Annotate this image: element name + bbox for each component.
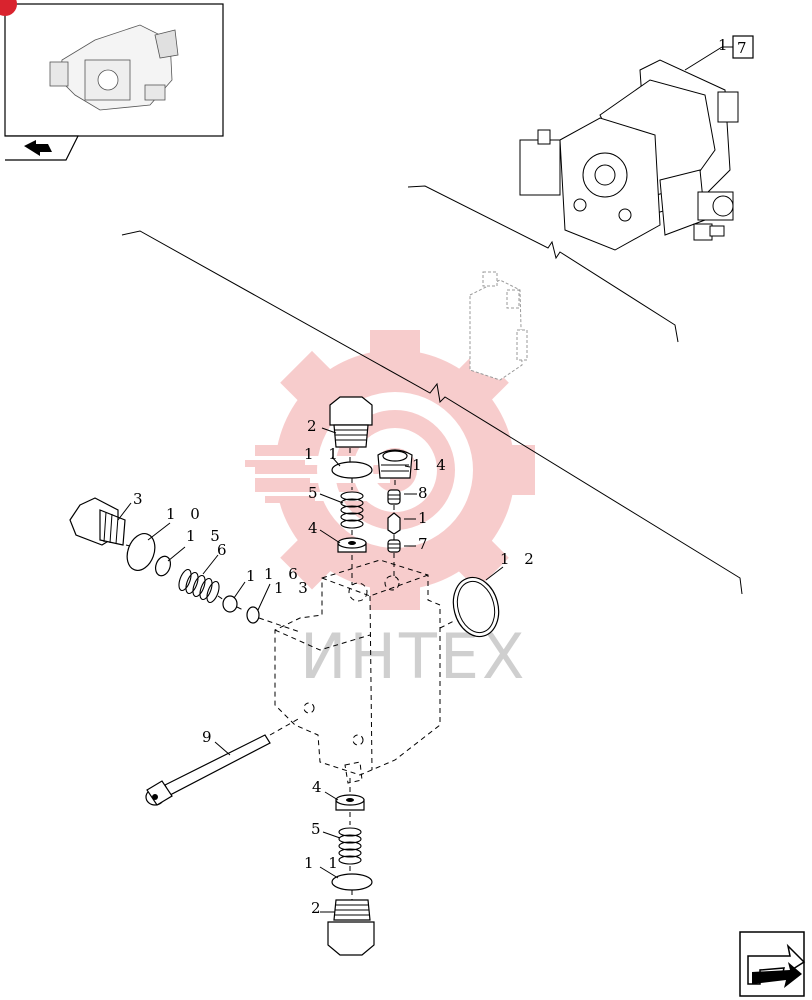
valve-block-body [274, 559, 441, 784]
callout-4-top: 4 [308, 519, 323, 537]
thumbnail-panel[interactable] [4, 3, 224, 161]
spring-part-8[interactable] [387, 489, 401, 505]
spring-part-7[interactable] [387, 539, 401, 553]
callout-10: 1 0 [166, 505, 205, 523]
o-ring-part-11-bottom[interactable] [331, 873, 373, 891]
callout-12: 1 2 [500, 550, 539, 568]
washer-part-4-top[interactable] [337, 537, 367, 553]
o-ring-part-12[interactable] [447, 572, 505, 641]
plug-part-14[interactable] [377, 449, 413, 488]
valve-body-ghost [469, 271, 528, 381]
spring-part-6[interactable] [177, 568, 222, 604]
break-line-lower [121, 230, 743, 595]
spring-part-5-top[interactable] [340, 491, 364, 529]
callout-8: 8 [418, 484, 433, 502]
plug-part-2-top[interactable] [329, 396, 373, 462]
callout-leaders [117, 427, 504, 913]
reference-number: 7 [737, 39, 752, 57]
break-line-upper [407, 185, 679, 343]
reference-box[interactable]: 1 7 [684, 35, 754, 71]
pin-part-1[interactable] [387, 512, 401, 535]
callout-16: 1 6 [264, 565, 303, 583]
bolt-part-9[interactable] [145, 717, 301, 806]
callout-11-top: 1 1 [304, 445, 343, 463]
pump-assembly-thumbnail-icon [49, 24, 179, 111]
forward-arrow-icon[interactable] [739, 931, 806, 997]
watermark-text: ИНТЕХ [300, 620, 528, 693]
callout-5-bottom: 5 [311, 820, 326, 838]
callout-15: 1 5 [186, 527, 225, 545]
pump-assembly-illustration [519, 59, 739, 251]
callout-11-bottom: 1 1 [304, 854, 343, 872]
callout-14: 1 4 [412, 456, 451, 474]
plug-part-3[interactable] [69, 497, 126, 546]
callout-2-bottom: 2 [311, 899, 326, 917]
corner-badge [0, 0, 17, 16]
callout-1-small: 1 [246, 567, 261, 585]
callout-labels: 2 1 1 5 4 1 4 8 1 7 3 1 0 1 5 6 1 1 6 1 … [133, 417, 539, 917]
plug-part-2-bottom[interactable] [327, 899, 375, 956]
callout-13: 1 3 [274, 579, 313, 597]
callout-9: 9 [202, 728, 217, 746]
callout-5-top: 5 [308, 484, 323, 502]
spring-part-5-bottom[interactable] [338, 827, 362, 865]
callout-1-mid: 1 [418, 509, 433, 527]
callout-6: 6 [217, 541, 232, 559]
washer-part-4-bottom[interactable] [335, 794, 365, 811]
o-ring-part-10[interactable] [122, 530, 159, 575]
back-arrow-icon[interactable] [24, 140, 52, 156]
callout-2-top: 2 [307, 417, 322, 435]
washer-part-1-small[interactable] [222, 595, 238, 613]
callout-7: 7 [418, 535, 433, 553]
reference-prefix: 1 [718, 36, 733, 54]
o-ring-part-15[interactable] [153, 554, 173, 578]
snap-ring-part-13[interactable] [246, 606, 260, 624]
callout-4-bottom: 4 [312, 778, 327, 796]
callout-3: 3 [133, 490, 148, 508]
